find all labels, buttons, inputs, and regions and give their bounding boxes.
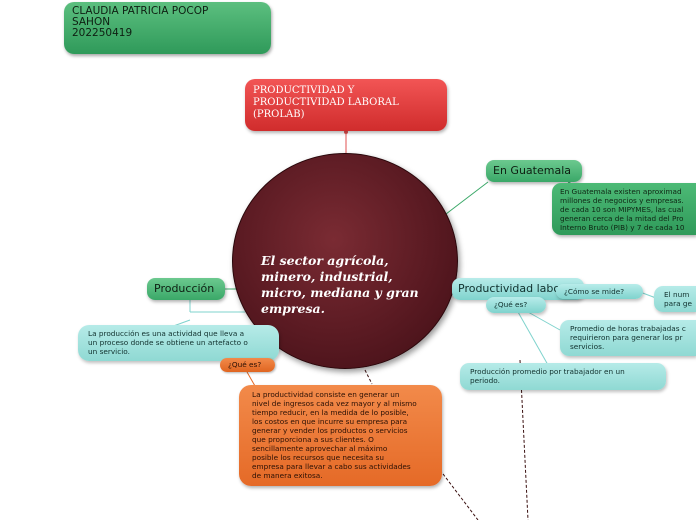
productividad-laboral-node[interactable]: Productividad laboral [452,278,584,300]
productividad-info-line-9: empresa para llevar a cabo sus actividad… [252,462,411,471]
promedio-horas-line-3: servicios. [570,342,605,351]
productividad-info-line-6: que proporciona a sus clientes. O [252,435,374,444]
author-id: 202250419 [72,27,133,39]
productividad-info-box[interactable]: La productividad consiste en generar un … [239,385,442,486]
produccion-info-line-2: un proceso donde se obtiene un artefacto… [88,338,248,347]
central-topic-line-4: empresa. [261,301,325,316]
produccion-info-line-3: un servicio. [88,347,130,356]
central-topic-text: El sector agrícola, minero, industrial, … [261,253,451,317]
productividad-info-line-4: los costos en que incurre su empresa par… [252,417,408,426]
productividad-info-line-1: La productividad consiste en generar un [252,390,400,399]
promedio-horas-line-2: requirieron para generar los pr [570,333,683,342]
productividad-laboral-label: Productividad laboral [458,282,575,295]
productividad-info-line-2: nivel de ingresos cada vez mayor y al mi… [252,399,417,408]
main-topic-line-2: PRODUCTIVIDAD LABORAL [253,97,399,108]
productividad-que-es-label: ¿Qué es? [228,360,262,369]
mide-info-line-2: para ge [664,299,693,308]
productividad-info-line-7: sencillamente aprovechar al máximo [252,444,388,453]
guatemala-info-line-1: En Guatemala existen aproximad [560,187,682,196]
laboral-que-es-label: ¿Qué es? [494,300,528,309]
main-topic-node[interactable]: PRODUCTIVIDAD Y PRODUCTIVIDAD LABORAL (P… [245,79,447,131]
central-topic-line-2: minero, industrial, [261,269,393,284]
main-topic-line-3: (PROLAB) [253,109,305,120]
author-name-line-1: CLAUDIA PATRICIA POCOP [72,5,209,17]
guatemala-info-line-4: generan cerca de la mitad del Pro [560,214,684,223]
como-se-mide-label: ¿Cómo se mide? [564,287,625,296]
productividad-info-line-8: posible los recursos que necesita su [252,453,384,462]
main-topic-line-1: PRODUCTIVIDAD Y [253,85,355,96]
produccion-info-line-1: La producción es una actividad que lleva… [88,329,245,338]
produccion-info-box[interactable]: La producción es una actividad que lleva… [78,325,279,361]
promedio-horas-line-1: Promedio de horas trabajadas c [570,324,686,333]
produccion-label: Producción [154,282,215,295]
productividad-info-line-5: generar y vender los productos o servici… [252,426,408,435]
mide-info-line-1: El num [664,290,690,299]
laboral-que-es-node[interactable]: ¿Qué es? [486,297,546,313]
mide-info-box[interactable]: El num para ge [654,286,696,312]
productividad-que-es-node[interactable]: ¿Qué es? [220,358,275,372]
como-se-mide-node[interactable]: ¿Cómo se mide? [556,284,643,299]
central-topic-line-1: El sector agrícola, [261,253,389,268]
produccion-promedio-box[interactable]: Producción promedio por trabajador en un… [460,363,666,390]
author-name-line-2: SAHON [72,16,111,28]
produccion-node[interactable]: Producción [147,278,225,300]
productividad-info-line-3: tiempo reducir, en la medida de lo posib… [252,408,409,417]
guatemala-info-line-2: millones de negocios y empresas. [560,196,684,205]
produccion-promedio-line-1: Producción promedio por trabajador en un [470,367,625,376]
en-guatemala-node[interactable]: En Guatemala [486,160,582,182]
promedio-horas-box[interactable]: Promedio de horas trabajadas c requirier… [560,320,696,356]
guatemala-info-line-5: Interno Bruto (PIB) y 7 de cada 10 [560,223,685,232]
en-guatemala-label: En Guatemala [493,164,571,177]
author-node[interactable]: CLAUDIA PATRICIA POCOP SAHON 202250419 [64,2,271,54]
central-topic-line-3: micro, mediana y gran [261,285,419,300]
produccion-promedio-line-2: periodo. [470,376,500,385]
productividad-info-line-10: de manera exitosa. [252,471,323,480]
guatemala-info-line-3: de cada 10 son MIPYMES, las cual [560,205,684,214]
guatemala-info-box[interactable]: En Guatemala existen aproximad millones … [552,183,696,235]
